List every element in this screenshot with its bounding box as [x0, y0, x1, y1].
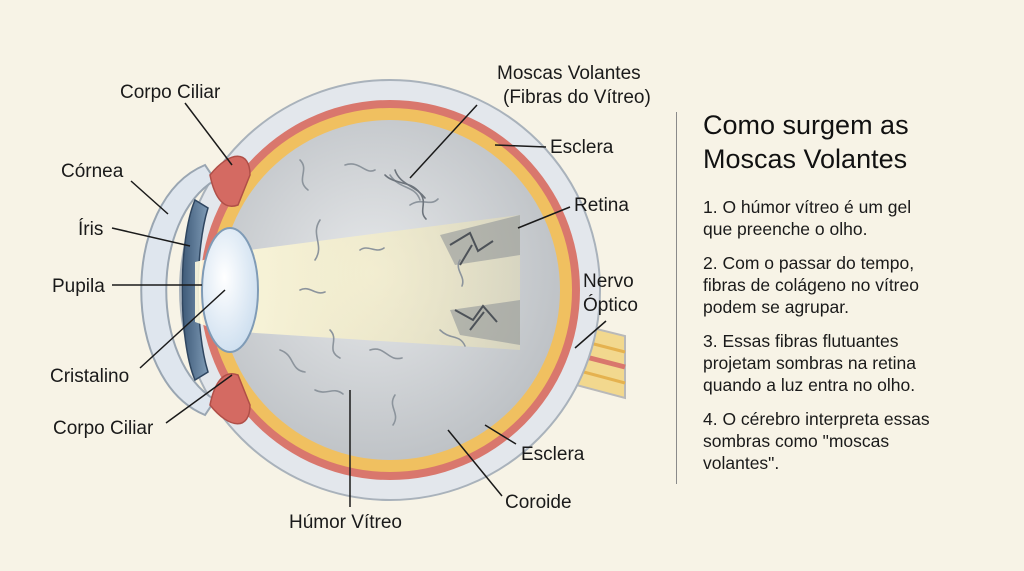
- step-2: 2. Com o passar do tempo,fibras de colág…: [703, 252, 1003, 318]
- step-line: podem se agrupar.: [703, 297, 849, 317]
- label-corpo-ciliar-bottom: Corpo Ciliar: [53, 418, 154, 439]
- label-retina: Retina: [574, 195, 629, 216]
- step-line: que preenche o olho.: [703, 219, 868, 239]
- label-moscas-line1: Moscas Volantes: [497, 63, 641, 84]
- label-cornea: Córnea: [61, 161, 124, 182]
- crystalline-lens: [201, 227, 259, 353]
- label-corpo-ciliar-top: Corpo Ciliar: [120, 82, 221, 103]
- panel-title-line1: Como surgem as: [703, 110, 909, 140]
- step-line: volantes".: [703, 453, 780, 473]
- step-line: sombras como "moscas: [703, 431, 890, 451]
- label-nervo-line1: Nervo: [583, 271, 634, 292]
- cornea: [140, 163, 217, 417]
- step-line: 2. Com o passar do tempo,: [703, 253, 915, 273]
- label-iris: Íris: [78, 219, 103, 240]
- label-esclera-bottom: Esclera: [521, 444, 585, 465]
- ciliary-body-bottom: [209, 373, 251, 425]
- step-line: 4. O cérebro interpreta essas: [703, 409, 930, 429]
- label-esclera-top: Esclera: [550, 137, 614, 158]
- step-line: fibras de colágeno no vítreo: [703, 275, 919, 295]
- label-coroide: Coroide: [505, 492, 572, 513]
- step-line: 3. Essas fibras flutuantes: [703, 331, 899, 351]
- step-line: projetam sombras na retina: [703, 353, 917, 373]
- retina-shadows: [440, 215, 520, 345]
- step-line: quando a luz entra no olho.: [703, 375, 916, 395]
- label-pupila: Pupila: [52, 276, 105, 297]
- explanation-panel: Como surgem as Moscas Volantes 1. O húmo…: [703, 108, 1003, 486]
- label-cristalino: Cristalino: [50, 366, 129, 387]
- label-moscas-line2: (Fibras do Vítreo): [503, 87, 651, 108]
- step-line: 1. O húmor vítreo é um gel: [703, 197, 912, 217]
- panel-title: Como surgem as Moscas Volantes: [703, 108, 1003, 176]
- panel-divider: [676, 112, 677, 484]
- label-nervo-line2: Óptico: [583, 294, 638, 316]
- panel-title-line2: Moscas Volantes: [703, 144, 908, 174]
- light-beam: [220, 215, 520, 350]
- label-humor-vitreo: Húmor Vítreo: [289, 512, 402, 533]
- leader-lines: [111, 102, 607, 507]
- floater-cluster: [384, 169, 427, 220]
